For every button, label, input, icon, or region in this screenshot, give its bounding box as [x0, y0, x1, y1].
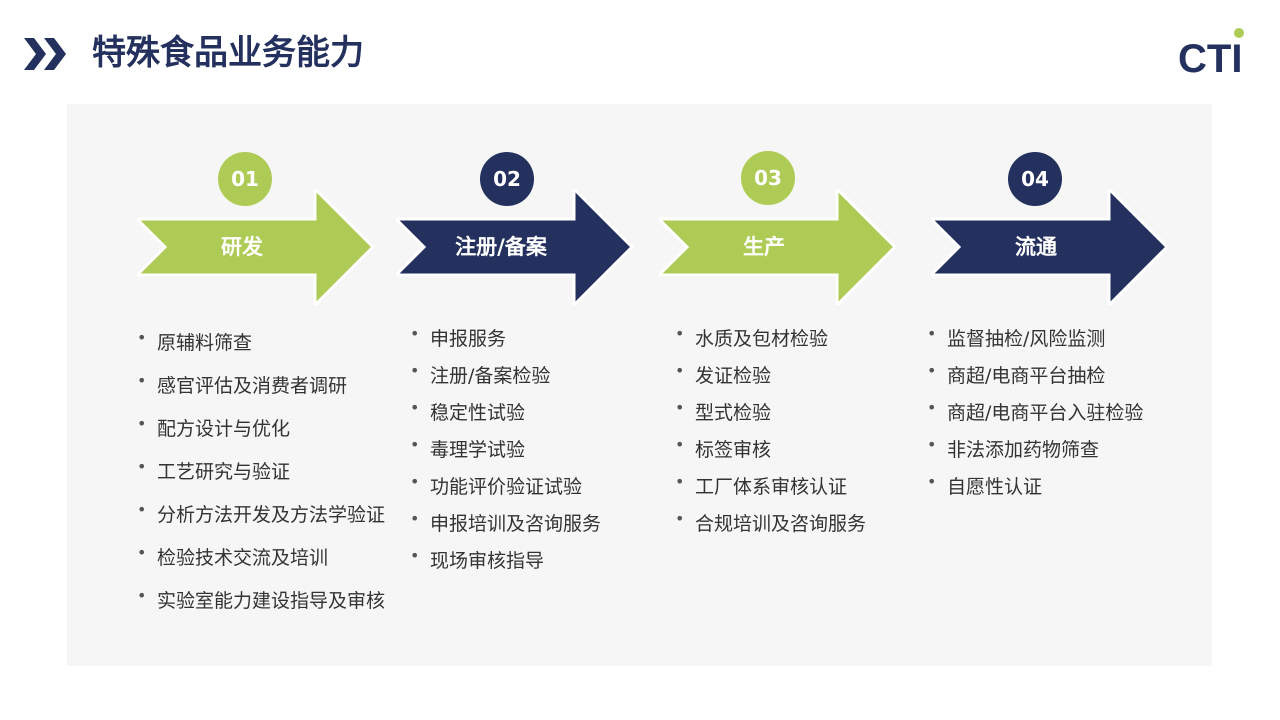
list-item: 检验技术交流及培训 [137, 543, 385, 570]
logo-text: CTI [1178, 37, 1242, 76]
list-item: 合规培训及咨询服务 [675, 509, 866, 536]
list-item: 标签审核 [675, 435, 866, 462]
list-item: 监督抽检/风险监测 [927, 324, 1143, 351]
step-number-02: 02 [480, 152, 534, 206]
step-arrow-registration: 注册/备案 [396, 189, 636, 305]
list-item: 自愿性认证 [927, 472, 1143, 499]
list-item: 原辅料筛查 [137, 328, 385, 355]
list-item: 实验室能力建设指导及审核 [137, 586, 385, 613]
step-label-rd: 研发 [221, 235, 263, 259]
step-list-rd: 原辅料筛查 感官评估及消费者调研 配方设计与优化 工艺研究与验证 分析方法开发及… [137, 328, 385, 613]
step-label-production: 生产 [743, 235, 785, 259]
page-title: 特殊食品业务能力 [92, 33, 364, 73]
step-list-registration: 申报服务 注册/备案检验 稳定性试验 毒理学试验 功能评价验证试验 申报培训及咨… [410, 324, 601, 573]
list-item: 型式检验 [675, 398, 866, 425]
list-item: 工厂体系审核认证 [675, 472, 866, 499]
list-item: 功能评价验证试验 [410, 472, 601, 499]
list-item: 分析方法开发及方法学验证 [137, 500, 385, 527]
step-arrow-production: 生产 [659, 189, 899, 305]
cti-logo: CTI [1176, 26, 1248, 81]
step-list-circulation: 监督抽检/风险监测 商超/电商平台抽检 商超/电商平台入驻检验 非法添加药物筛查… [927, 324, 1143, 499]
list-item: 商超/电商平台入驻检验 [927, 398, 1143, 425]
list-item: 商超/电商平台抽检 [927, 361, 1143, 388]
list-item: 毒理学试验 [410, 435, 601, 462]
double-chevron-icon [24, 38, 66, 70]
step-number-01: 01 [218, 152, 272, 206]
list-item: 发证检验 [675, 361, 866, 388]
step-label-registration: 注册/备案 [455, 235, 547, 259]
step-arrow-rd: 研发 [137, 189, 377, 305]
step-arrow-circulation: 流通 [931, 189, 1171, 305]
step-number-03: 03 [741, 151, 795, 205]
list-item: 稳定性试验 [410, 398, 601, 425]
step-label-circulation: 流通 [1015, 235, 1057, 259]
list-item: 感官评估及消费者调研 [137, 371, 385, 398]
list-item: 配方设计与优化 [137, 414, 385, 441]
step-number-04: 04 [1008, 152, 1062, 206]
content-panel: 01 研发 原辅料筛查 感官评估及消费者调研 配方设计与优化 工艺研究与验证 分… [67, 104, 1212, 666]
list-item: 申报服务 [410, 324, 601, 351]
step-list-production: 水质及包材检验 发证检验 型式检验 标签审核 工厂体系审核认证 合规培训及咨询服… [675, 324, 866, 536]
list-item: 申报培训及咨询服务 [410, 509, 601, 536]
list-item: 工艺研究与验证 [137, 457, 385, 484]
list-item: 现场审核指导 [410, 546, 601, 573]
list-item: 注册/备案检验 [410, 361, 601, 388]
list-item: 非法添加药物筛查 [927, 435, 1143, 462]
list-item: 水质及包材检验 [675, 324, 866, 351]
